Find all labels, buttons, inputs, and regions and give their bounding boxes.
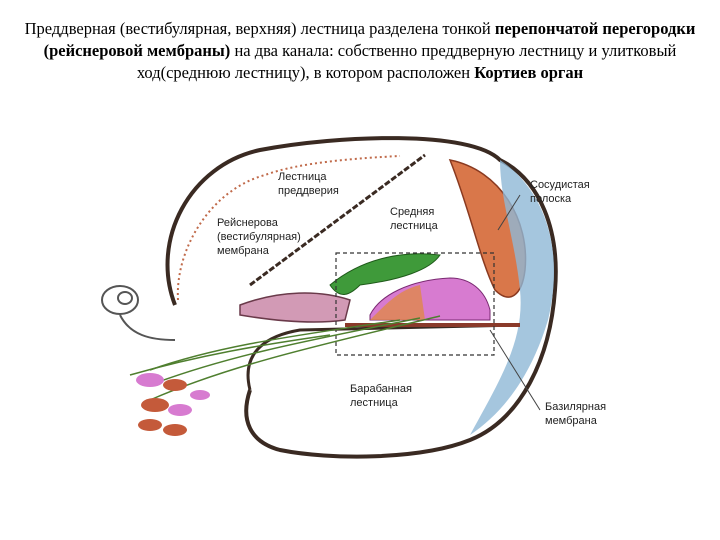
- focus-box: [335, 252, 495, 356]
- caption-text-2: на два канала: собственно преддверную ле…: [136, 41, 677, 82]
- spiral-ganglion: [136, 373, 210, 436]
- label-basilar-membrane: Базилярная мембрана: [545, 401, 609, 427]
- corti-base: [370, 285, 425, 320]
- spiral-lamina: [239, 292, 351, 323]
- caption-text-1: Преддверная (вестибулярная, верхняя) лес…: [24, 19, 495, 38]
- stria-vascularis: [448, 158, 527, 298]
- caption-bold-corti: Кортиев орган: [474, 63, 584, 82]
- outer-wall: [165, 136, 558, 459]
- spiral-ligament: [470, 160, 555, 435]
- upper-boundary: [176, 155, 401, 301]
- leader-lines: [489, 194, 541, 411]
- label-scala-vestibuli: Лестница преддверия: [278, 171, 339, 197]
- label-scala-tympani: Барабанная лестница: [350, 383, 415, 409]
- caption-bold-reissner: перепончатой перегородки (рейснеровой ме…: [43, 19, 696, 60]
- tectorial-membrane: [329, 253, 441, 295]
- tympani-wall: [246, 323, 521, 391]
- reissner-membrane: [249, 153, 426, 287]
- label-scala-media: Средняя лестница: [390, 206, 439, 232]
- label-stria-vascularis: Сосудистая полоска: [530, 179, 593, 205]
- nerve-loop: [101, 285, 176, 341]
- cochlea-diagram: Лестница преддверия Средняя лестница Рей…: [101, 136, 609, 459]
- label-reissner-membrane: Рейснерова (вестибулярная) мембрана: [217, 217, 304, 257]
- caption: Преддверная (вестибулярная, верхняя) лес…: [20, 18, 700, 84]
